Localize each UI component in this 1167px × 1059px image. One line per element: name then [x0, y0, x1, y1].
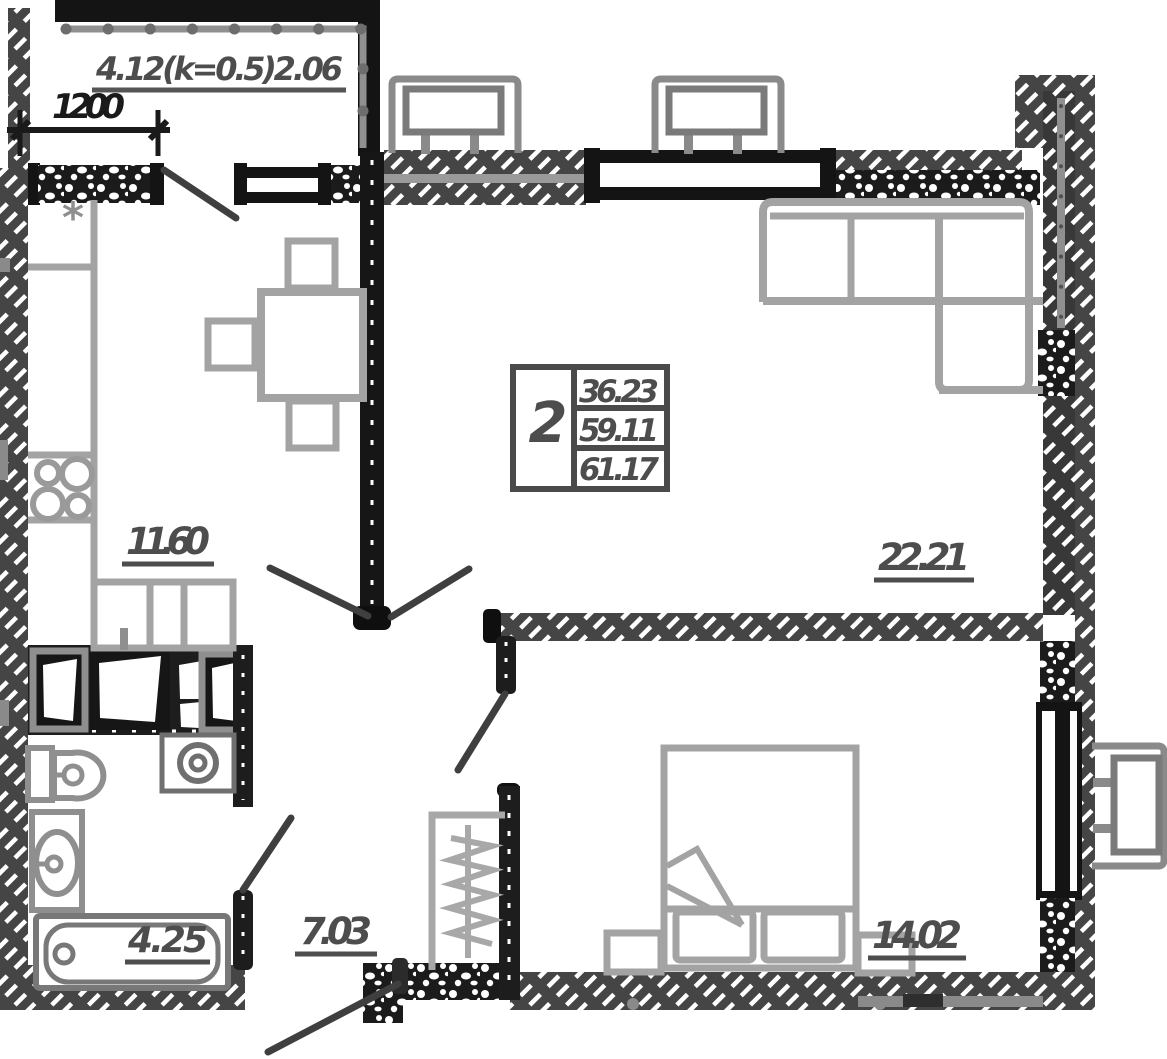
tv-units: [388, 75, 1167, 870]
vent-wall: [28, 645, 253, 735]
balcony-area-label: 4.12(k=0.5)2.06: [95, 50, 343, 88]
bedroom-area-label: 14.02: [872, 914, 962, 957]
balcony-railing: [60, 23, 369, 154]
kitchen: * 11.60: [28, 193, 367, 652]
bathroom-area-label: 4.25: [127, 920, 208, 961]
wall-ledge: [903, 994, 943, 1007]
tv-icon: [388, 75, 522, 154]
kitchen-counter-icon: [28, 200, 237, 652]
hanger-zigzag-icon: [438, 835, 505, 947]
vent-shaft-icon: [29, 647, 89, 733]
bedroom-door-post: [496, 636, 516, 694]
nightstand-icon: [854, 931, 916, 977]
gas-asterisk-icon: *: [62, 193, 84, 242]
chair-icon: [285, 397, 340, 452]
dimension-line: 1200: [7, 87, 170, 156]
wall-nub: [0, 440, 8, 480]
wardrobe-icon: [428, 811, 505, 970]
wall-ledge: [858, 996, 1043, 1007]
sofa-icon: [759, 198, 1043, 394]
doors: [160, 166, 509, 1056]
hall-bedroom-wall: [497, 783, 520, 1000]
entrance-door-swing-icon: [264, 980, 402, 1056]
bedroom: 14.02: [603, 744, 966, 977]
living-top-wall-right: [836, 150, 1022, 170]
tv-icon: [1092, 742, 1167, 870]
dimension-value: 1200: [52, 87, 125, 127]
pillow-icon: [760, 908, 846, 964]
living-area-label: 22.21: [878, 536, 970, 579]
living-window: [584, 148, 836, 203]
living-bedroom-wall: [488, 613, 1043, 641]
vent-slot: [180, 702, 201, 728]
left-exterior-wall: [0, 168, 28, 1010]
chair-icon: [284, 237, 339, 292]
stove-icon: [30, 456, 95, 522]
bathtub-icon: [33, 913, 231, 991]
wall-nub: [0, 700, 9, 726]
room-count: 2: [529, 391, 568, 456]
dining-table-icon: [257, 288, 367, 402]
wall-pier: [1040, 641, 1075, 703]
kitchen-door-swing-icon: [266, 564, 372, 620]
wall-dot: [874, 998, 886, 1010]
apartment-stamp-box: 2 36.23 59.11 61.17: [510, 364, 670, 492]
hallway: 7.03: [295, 811, 505, 970]
wall-jamb: [150, 163, 164, 205]
chair-icon: [204, 317, 259, 372]
hallway-area-label: 7.03: [300, 910, 372, 953]
kitchen-area-label: 11.60: [126, 520, 210, 563]
balcony-annotation: 4.12(k=0.5)2.06 1200: [7, 50, 346, 156]
balcony-top-wall: [55, 0, 377, 22]
bathroom-hall-wall: [233, 645, 253, 970]
bedroom-door-swing-icon: [454, 690, 509, 774]
wall-dot: [627, 998, 639, 1010]
living-top-wall: [384, 150, 586, 205]
kitchen-sill-wall: [38, 165, 154, 203]
living-door-swing-icon: [387, 565, 473, 621]
tv-icon: [651, 75, 785, 154]
balcony-window: [234, 163, 331, 205]
washing-machine-icon: [159, 732, 237, 794]
nightstand-icon: [603, 929, 665, 976]
bathroom-door-swing-icon: [239, 814, 295, 894]
bed-icon: [660, 744, 860, 972]
bathroom: 4.25: [25, 732, 237, 991]
balcony-door-swing-icon: [160, 166, 240, 222]
total-area-value: 61.17: [579, 452, 659, 488]
bathroom-sink-icon: [29, 809, 85, 913]
living-area-value: 36.23: [579, 374, 659, 410]
living-room: 22.21: [759, 198, 1043, 583]
entrance-step-wall: [363, 958, 510, 1023]
kitchen-living-partition: [353, 152, 391, 630]
walls: [0, 0, 1095, 1023]
apartment-area-value: 59.11: [579, 413, 659, 449]
vent-shaft-icon: [90, 650, 170, 730]
wall-jamb: [28, 163, 40, 205]
toilet-icon: [25, 745, 107, 803]
dining-set: [204, 237, 367, 452]
vent-slot: [179, 661, 202, 699]
pillow-icon: [672, 908, 757, 964]
wall-cap: [483, 609, 501, 643]
sill-wall-segment: [331, 165, 360, 203]
wall-pier: [1038, 330, 1075, 396]
bedroom-window: [1036, 702, 1082, 900]
wall-nub: [0, 258, 10, 272]
wall-pier: [1040, 898, 1075, 972]
